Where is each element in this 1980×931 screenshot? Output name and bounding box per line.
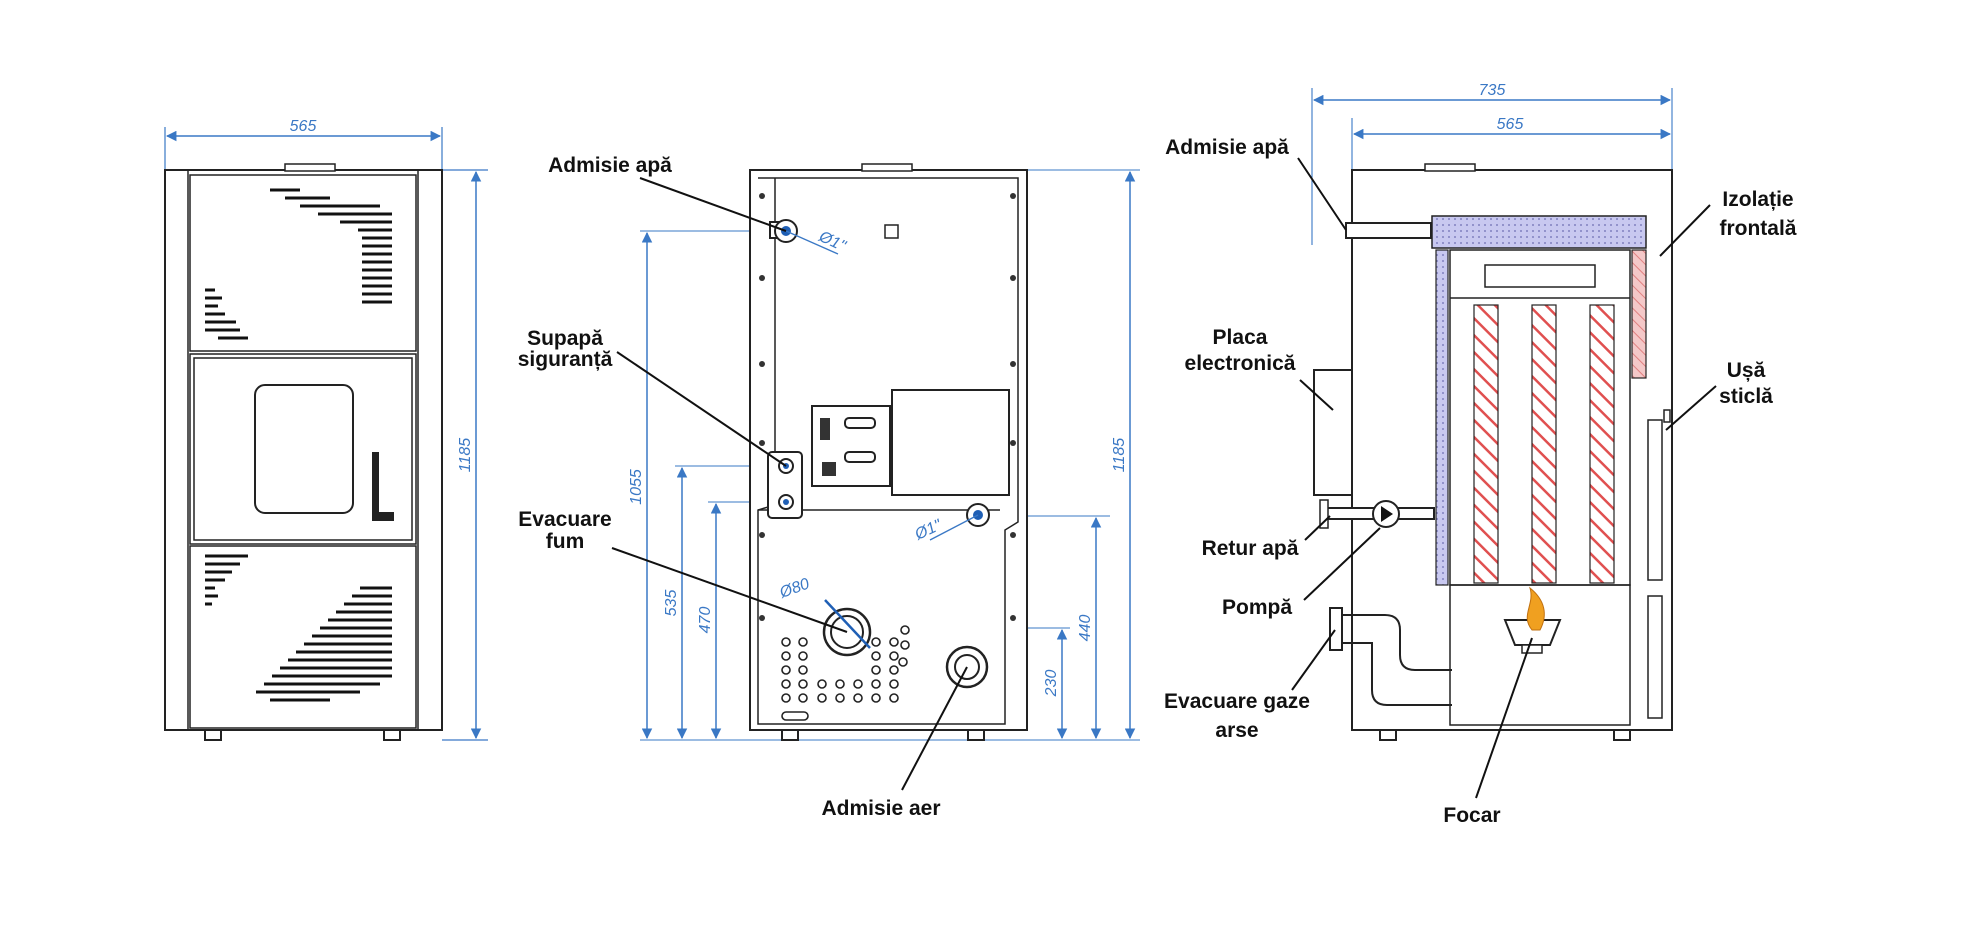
label-front-insulation-line2: frontală [1719,217,1796,240]
label-side-water-inlet: Admisie apă [1165,136,1289,159]
rear-vent-holes [781,625,910,703]
dim-735: 735 [1479,82,1506,99]
label-air-intake: Admisie aer [821,797,940,820]
label-rear-water-inlet: Admisie apă [548,154,672,177]
front-height-dimension: 1185 [442,169,488,741]
dim-535: 535 [663,590,680,617]
label-glass-door-line2: sticlă [1719,385,1773,408]
dim-1185-rear: 1185 [1111,438,1128,473]
label-safety-valve-line1: Supapă [527,327,603,350]
front-lower-vent-slots [205,554,392,702]
front-height-value: 1185 [457,438,474,473]
label-glass-door-line1: Ușă [1727,359,1766,382]
door-handle [372,452,379,520]
rear-insulation [1435,249,1449,586]
rear-view: 1055 535 470 1185 440 230 Ø1 [518,154,1140,820]
label-firebox: Focar [1443,804,1500,827]
rear-foot-left [781,729,799,741]
flue-gas-pipe [1340,614,1452,706]
side-electronic-board [1313,369,1353,496]
side-water-inlet-pipe [1345,222,1432,239]
front-insulation [1631,249,1647,379]
flame-icon [1526,586,1545,631]
label-front-insulation-line1: Izolație [1722,188,1793,211]
rear-bolts [759,193,1016,621]
dim-565-side: 565 [1497,116,1524,133]
front-door [189,353,417,545]
dim-470: 470 [697,607,714,634]
front-glass-window [254,384,354,514]
front-view: 565 1185 [164,118,488,741]
label-safety-valve-line2: siguranță [518,348,613,371]
rear-dimension-lines [641,170,1136,740]
label-pump: Pompă [1222,596,1292,619]
front-width-dimension: 565 [164,118,443,172]
side-view: 735 565 [1164,82,1797,827]
dim-1055: 1055 [628,469,645,505]
heat-tube-3 [1589,304,1615,584]
label-electronic-board-line2: electronică [1185,352,1296,375]
label-flue-gas-line2: arse [1215,719,1258,742]
heat-tube-1 [1473,304,1499,584]
front-width-value: 565 [290,118,317,135]
rear-foot-right [967,729,985,741]
dim-440: 440 [1077,615,1094,642]
side-foot-left [1379,729,1397,741]
label-smoke-exhaust-line2: fum [546,530,585,553]
label-water-return: Retur apă [1202,537,1299,560]
side-depth-dimensions: 735 565 [1311,82,1673,245]
label-smoke-exhaust-line1: Evacuare [518,508,611,531]
heat-tube-2 [1531,304,1557,584]
front-foot-left [204,729,222,741]
glass-door-upper [1647,419,1663,581]
label-flue-gas-line1: Evacuare gaze [1164,690,1310,713]
label-electronic-board-line1: Placa [1213,326,1268,349]
rear-board-cover [891,389,1010,496]
top-insulation [1431,215,1647,249]
side-foot-right [1613,729,1631,741]
dim-230: 230 [1043,670,1060,698]
front-foot-right [383,729,401,741]
front-upper-vent-slots [205,188,392,340]
glass-door-lower [1647,595,1663,719]
